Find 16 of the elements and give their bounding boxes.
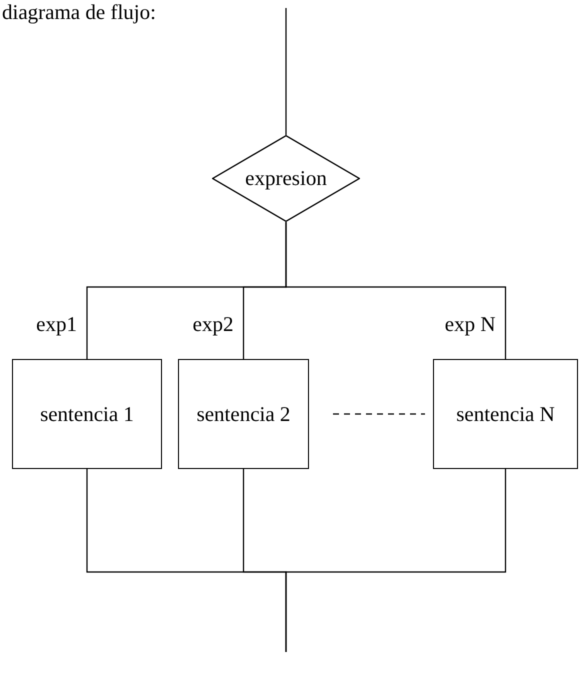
process-box <box>12 359 162 469</box>
edge-label: exp2 <box>192 314 234 335</box>
heading-text: diagrama de flujo: <box>2 2 156 23</box>
dashed-line <box>333 413 425 415</box>
condition-text: expresion <box>245 166 327 191</box>
process-box <box>178 359 309 469</box>
connector-line <box>285 8 287 135</box>
statement-text: sentencia N <box>456 402 555 426</box>
decision-diamond <box>212 135 360 222</box>
process-box <box>433 359 578 469</box>
statement-text: sentencia 1 <box>40 402 134 426</box>
connector-line <box>285 222 506 359</box>
connector-line <box>285 469 506 652</box>
edge-label: exp N <box>444 314 496 335</box>
edge-label: exp1 <box>36 314 77 335</box>
statement-text: sentencia 2 <box>196 402 290 426</box>
